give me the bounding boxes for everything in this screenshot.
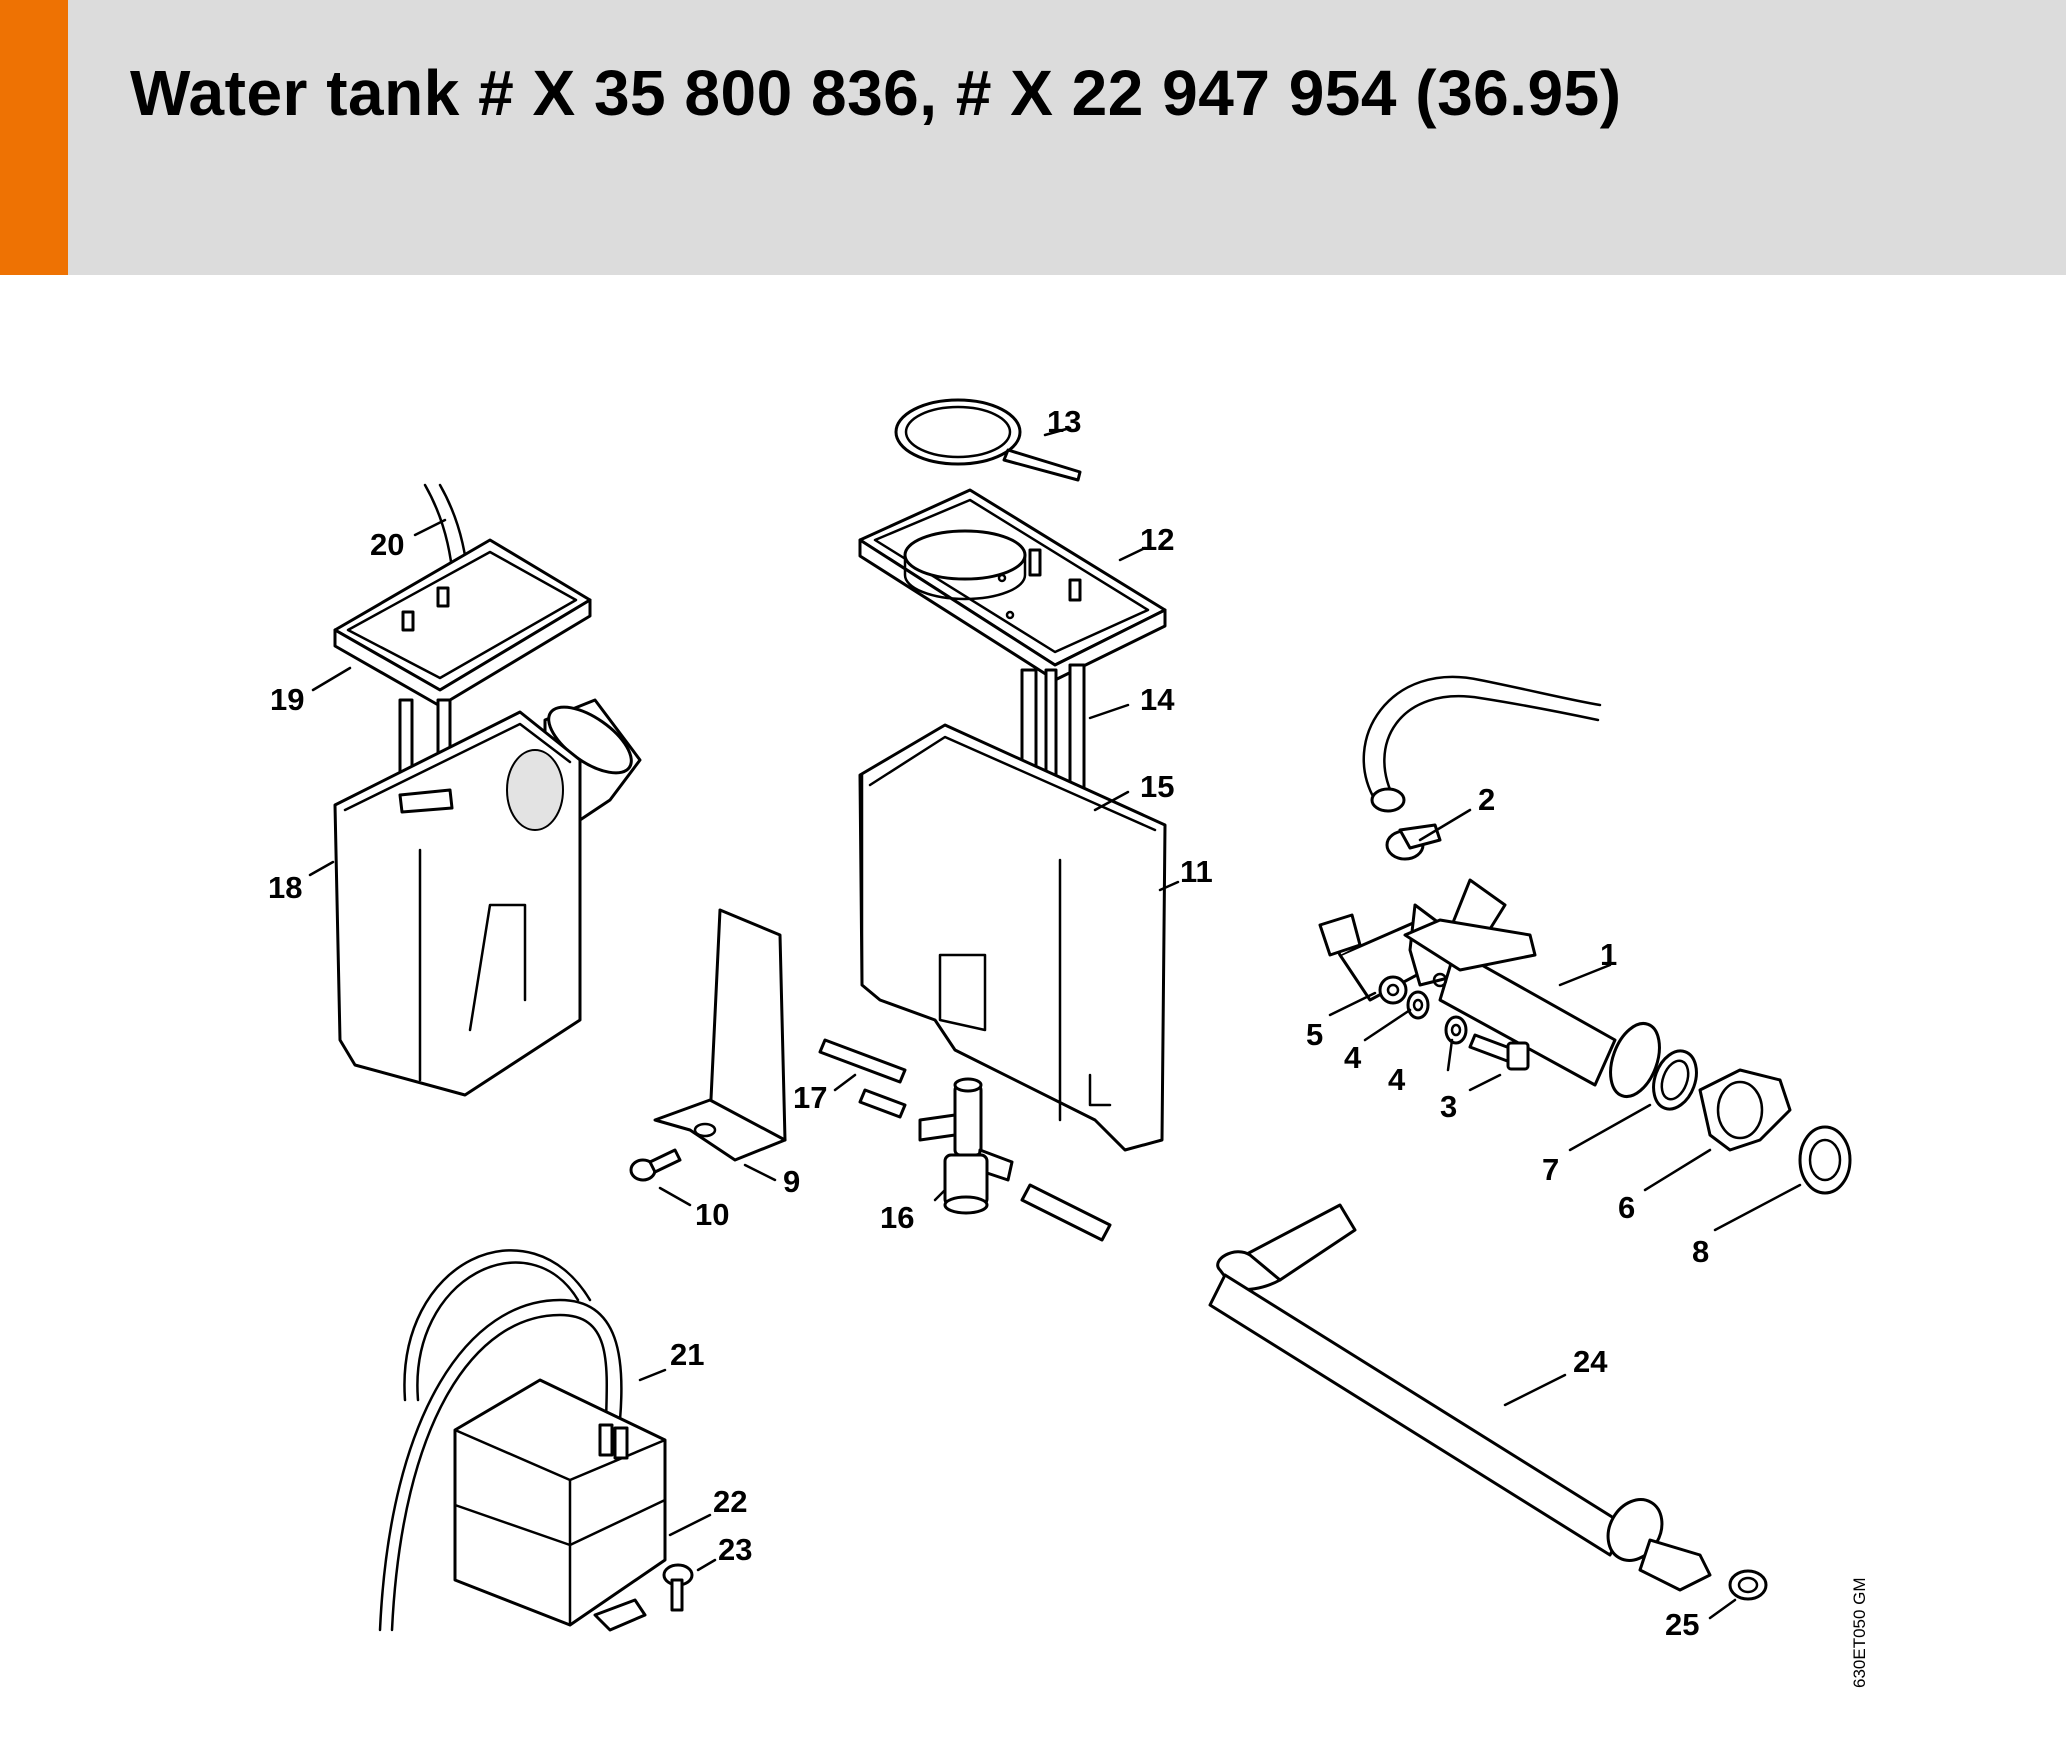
part-10-screw: [629, 1148, 682, 1182]
part-16-valve: [918, 1077, 1014, 1215]
callout-13: 13: [1047, 404, 1081, 439]
callout-18: 18: [268, 870, 302, 905]
callout-20: 20: [370, 527, 404, 562]
accent-bar: [0, 0, 68, 275]
callout-1: 1: [1600, 937, 1617, 972]
part-11-water-tank: [858, 723, 1167, 1152]
header-band: Water tank # X 35 800 836, # X 22 947 95…: [0, 0, 2066, 275]
part-3-bolt: [1468, 1033, 1530, 1071]
part-6-coupling-nut: [1698, 1068, 1792, 1152]
callout-2: 2: [1478, 782, 1495, 817]
part-24-elbow-pipe: [1208, 1203, 1712, 1592]
callout-25: 25: [1665, 1607, 1699, 1642]
callout-3: 3: [1440, 1089, 1457, 1124]
part-4-washer-b: [1444, 1015, 1468, 1045]
callout-17: 17: [793, 1080, 827, 1115]
callout-15: 15: [1140, 769, 1174, 804]
part-4-washer-a: [1406, 990, 1430, 1020]
callout-16: 16: [880, 1200, 914, 1235]
callout-19: 19: [270, 682, 304, 717]
callout-12: 12: [1140, 522, 1174, 557]
part-9-bracket: [653, 908, 787, 1162]
callout-4a: 4: [1344, 1040, 1362, 1075]
part-5-nut: [1378, 975, 1408, 1005]
callout-6: 6: [1618, 1190, 1635, 1225]
part-1-manifold-pipe: [1318, 878, 1661, 1098]
callout-21: 21: [670, 1337, 704, 1372]
drawing-code: 630ET050 GM: [1850, 1577, 1869, 1688]
part-21-hoses: [378, 1249, 623, 1632]
leader-lines: [308, 426, 1802, 1620]
part-13-seal-ring: [894, 398, 1082, 482]
part-7-o-ring: [1652, 1049, 1698, 1111]
part-25-sleeve: [1728, 1569, 1768, 1601]
part-17-hose-pieces: [818, 1038, 1112, 1242]
callout-4b: 4: [1388, 1062, 1406, 1097]
manifold-hose: [1362, 675, 1602, 813]
callout-7: 7: [1542, 1152, 1559, 1187]
callout-11: 11: [1180, 854, 1213, 889]
callout-5: 5: [1306, 1017, 1323, 1052]
callout-10: 10: [695, 1197, 729, 1232]
callout-9: 9: [783, 1164, 800, 1199]
part-22-pump-unit: [453, 1378, 667, 1632]
callout-24: 24: [1573, 1344, 1608, 1379]
callout-labels: 13 12 14 15 11 2 1 5 4 4 3 7 6 8 24 25 9…: [268, 404, 1709, 1642]
page-title: Water tank # X 35 800 836, # X 22 947 95…: [130, 57, 1622, 129]
callout-14: 14: [1140, 682, 1175, 717]
part-23-screw: [662, 1563, 694, 1612]
part-19-lid-gasket: [333, 538, 592, 708]
callout-22: 22: [713, 1484, 747, 1519]
part-18-water-tank-filler: [333, 698, 642, 1097]
part-8-threaded-ring: [1798, 1125, 1852, 1195]
callout-8: 8: [1692, 1234, 1709, 1269]
part-12-lid-gasket: [858, 488, 1167, 682]
part-2-hose-clip: [1385, 823, 1442, 861]
callout-23: 23: [718, 1532, 752, 1567]
